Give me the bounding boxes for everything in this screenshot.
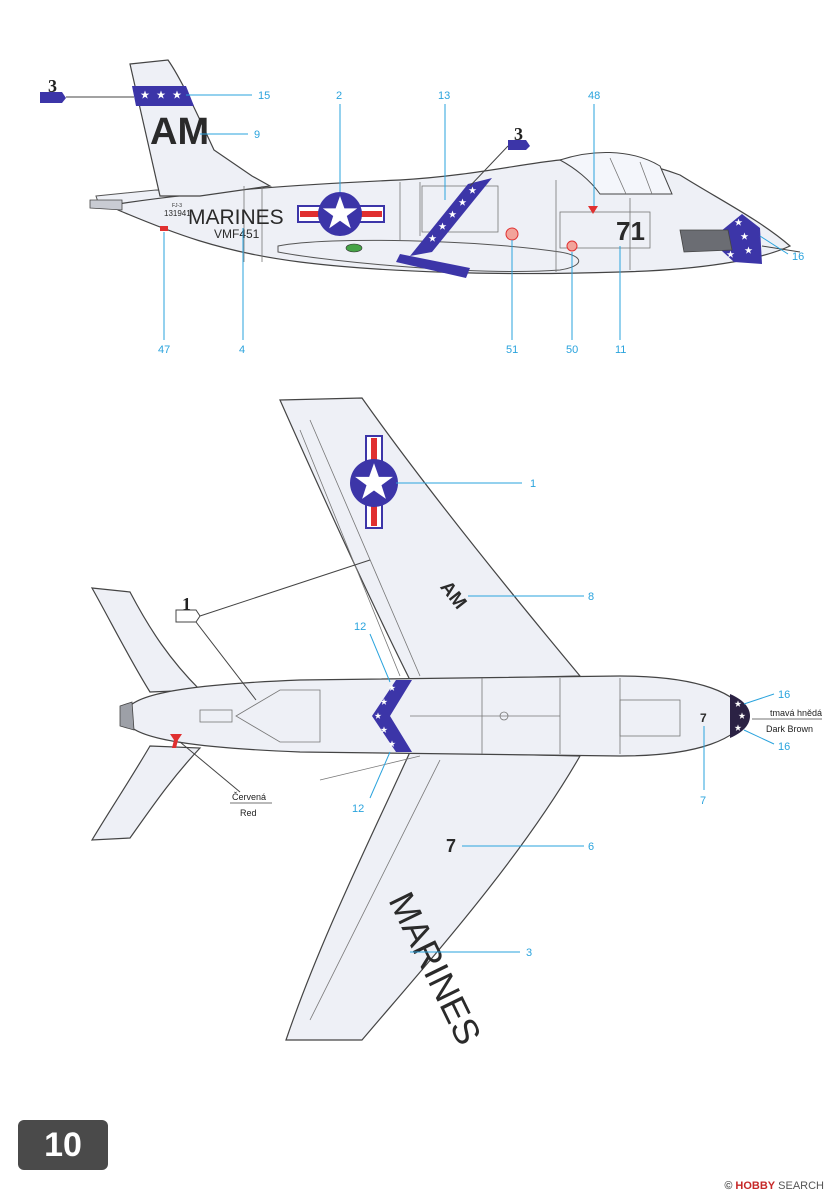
top-wing-lower — [285, 751, 582, 1041]
side-insignia — [297, 192, 385, 236]
callout-16-top-upper: 16 — [778, 689, 790, 701]
top-wing-insignia — [350, 435, 398, 529]
side-service-marking: MARINES — [188, 206, 284, 229]
svg-text:3: 3 — [514, 124, 523, 144]
top-wing-number: 7 — [446, 836, 456, 856]
callout-12-upper: 12 — [354, 621, 366, 633]
callout-13: 13 — [438, 90, 450, 102]
marker-50 — [566, 240, 578, 252]
watermark-copyright: © — [724, 1180, 733, 1192]
page-number-badge: 10 — [18, 1120, 108, 1170]
side-view: AM MARINES VMF451 FJ-3 131941 71 3 3 15 … — [40, 59, 804, 356]
callout-1-top: 1 — [530, 478, 536, 490]
callout-3: 3 — [526, 947, 532, 959]
side-canopy — [558, 151, 673, 195]
callout-47: 47 — [158, 344, 170, 356]
decal-ref-3-fuselage: 3 — [469, 124, 530, 187]
watermark-brand-a: HOBBY — [735, 1180, 776, 1192]
tail-stripe — [132, 86, 194, 106]
side-serial: 131941 — [164, 209, 191, 218]
top-nose-number: 7 — [700, 711, 707, 725]
callout-16-top-lower: 16 — [778, 741, 790, 753]
color-note-red-cz: Červená — [232, 792, 266, 802]
decal-ref-3-tail: 3 — [40, 76, 134, 103]
side-tail-code: AM — [150, 111, 209, 153]
callout-51: 51 — [506, 344, 518, 356]
callout-2: 2 — [336, 90, 342, 102]
top-chevron — [372, 680, 412, 752]
callout-48: 48 — [588, 90, 600, 102]
marker-51 — [505, 227, 519, 241]
side-serial-type: FJ-3 — [172, 203, 182, 209]
decal-ref-1-top: 1 — [175, 559, 371, 701]
callout-7: 7 — [700, 795, 706, 807]
callout-16-side: 16 — [792, 251, 804, 263]
top-wing-upper — [279, 397, 582, 681]
watermark: © HOBBY SEARCH — [724, 1180, 824, 1192]
marker-47 — [160, 226, 168, 231]
top-tailplane-lower — [90, 745, 202, 841]
callout-4: 4 — [239, 344, 245, 356]
color-note-brown-en: Dark Brown — [766, 724, 813, 734]
callout-12-lower: 12 — [352, 803, 364, 815]
svg-text:3: 3 — [48, 76, 57, 96]
side-nose-number: 71 — [616, 216, 645, 246]
color-note-red-en: Red — [240, 808, 257, 818]
callout-50: 50 — [566, 344, 578, 356]
svg-text:1: 1 — [182, 594, 191, 614]
callout-6: 6 — [588, 841, 594, 853]
callout-9: 9 — [254, 129, 260, 141]
callout-11: 11 — [615, 344, 626, 356]
color-note-brown-cz: tmavá hnědá — [770, 708, 822, 718]
callout-15: 15 — [258, 90, 270, 102]
marker-48 — [588, 206, 598, 214]
side-squadron-marking: VMF451 — [214, 227, 260, 241]
top-view: AM 7 MARINES 7 1 1 8 12 12 16 16 7 6 3 Č… — [90, 397, 822, 1051]
top-red-marker — [170, 734, 182, 748]
callout-8: 8 — [588, 591, 594, 603]
watermark-brand-b: SEARCH — [778, 1180, 824, 1192]
